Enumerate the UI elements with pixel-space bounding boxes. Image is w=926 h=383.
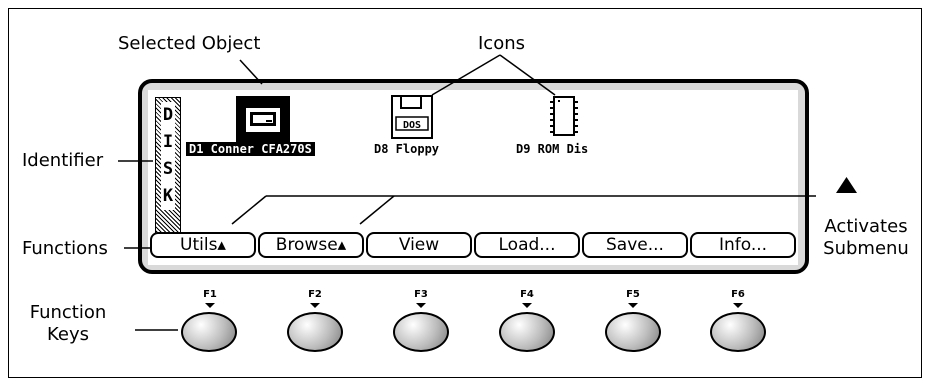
function-key-label: F3 — [414, 289, 428, 300]
callout-identifier: Identifier — [22, 150, 104, 171]
disk-item-label-selected[interactable]: D1 Conner CFA270S — [186, 142, 315, 156]
callout-functions: Functions — [22, 238, 108, 259]
callout-function-keys: Function Keys — [29, 302, 107, 345]
function-key-label: F2 — [308, 289, 322, 300]
disk-item-label[interactable]: D9 ROM Dis — [516, 142, 589, 156]
floppy-dos-text: DOS — [403, 120, 421, 131]
callout-activates-submenu: Activates Submenu — [823, 216, 909, 259]
function-key-label: F1 — [203, 289, 217, 300]
function-utils-button[interactable]: Utils▴ — [150, 232, 256, 258]
identifier-letter: S — [161, 156, 175, 183]
identifier-letter: D — [161, 102, 175, 129]
function-load-button[interactable]: Load... — [474, 232, 580, 258]
function-key-f4[interactable] — [499, 312, 555, 352]
callout-icons: Icons — [478, 33, 526, 54]
submenu-triangle-icon — [836, 177, 857, 193]
function-browse-button[interactable]: Browse▴ — [258, 232, 364, 258]
function-bar: Utils▴ Browse▴ View Load... Save... Info… — [150, 232, 796, 260]
function-key-f5[interactable] — [605, 312, 661, 352]
function-key-f6[interactable] — [710, 312, 766, 352]
function-info-button[interactable]: Info... — [690, 232, 796, 258]
disk-identifier: D I S K — [155, 97, 181, 237]
function-key-label: F4 — [520, 289, 534, 300]
function-key-f1[interactable] — [181, 312, 237, 352]
disk-item-label[interactable]: D8 Floppy — [374, 142, 440, 156]
function-view-button[interactable]: View — [366, 232, 472, 258]
leader-lines — [118, 54, 816, 331]
function-save-button[interactable]: Save... — [582, 232, 688, 258]
identifier-letter: K — [161, 183, 175, 210]
function-key-f3[interactable] — [393, 312, 449, 352]
floppy-disk-icon[interactable]: DOS — [391, 95, 433, 139]
function-key-f2[interactable] — [287, 312, 343, 352]
identifier-letter: I — [161, 129, 175, 156]
callout-selected-object: Selected Object — [118, 33, 261, 54]
function-key-label: F5 — [626, 289, 640, 300]
rom-chip-icon[interactable] — [550, 96, 578, 136]
diagram-frame — [8, 8, 922, 378]
function-key-arrows — [205, 303, 743, 308]
function-key-label: F6 — [731, 289, 745, 300]
hard-drive-icon[interactable] — [236, 96, 290, 142]
